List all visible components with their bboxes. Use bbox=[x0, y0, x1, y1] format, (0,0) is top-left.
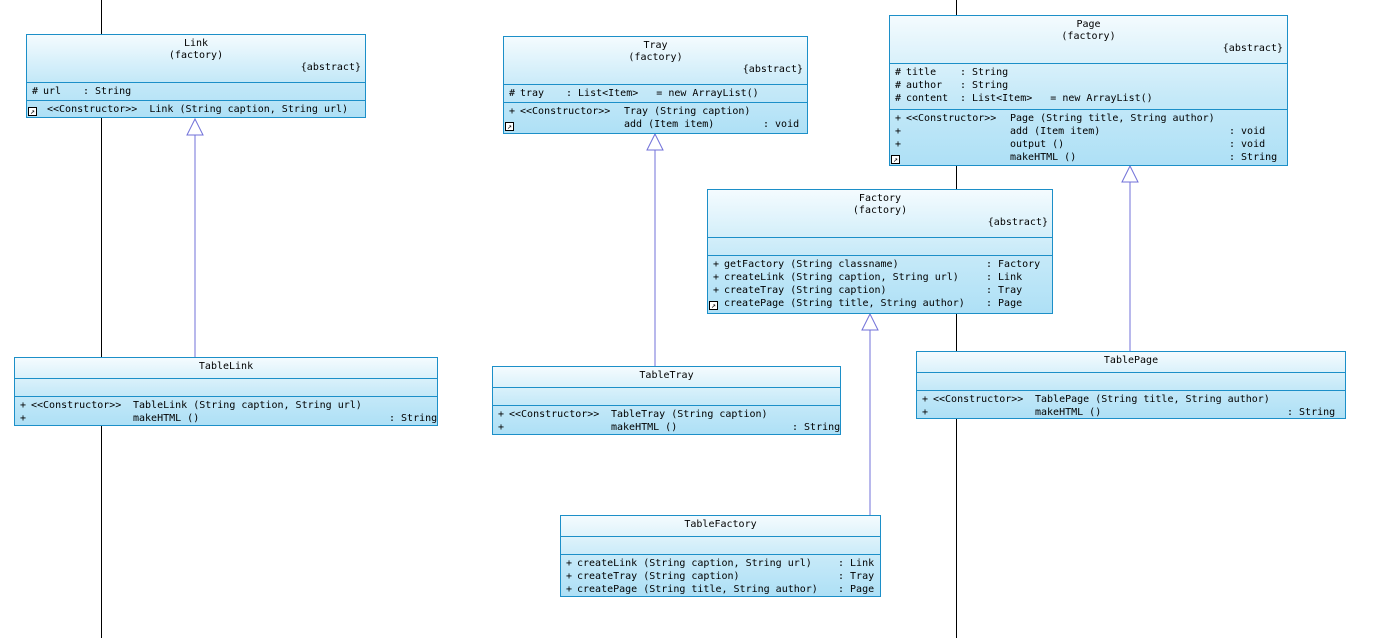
class-name: TableLink bbox=[198, 361, 254, 372]
operation-row: + output () : void bbox=[894, 139, 1266, 150]
operation-row: + makeHTML () : String bbox=[497, 422, 841, 433]
class-header: TableLink bbox=[15, 358, 437, 378]
class-name: TableFactory bbox=[684, 519, 757, 530]
class-tray[interactable]: Tray (factory) {abstract} # tray : List<… bbox=[503, 36, 808, 134]
shortcut-arrow-icon: ↗ bbox=[28, 107, 37, 116]
attribute-row: # tray : List<Item> = new ArrayList() bbox=[508, 88, 759, 99]
operation-row: + createLink (String caption, String url… bbox=[565, 558, 875, 569]
attributes-compartment bbox=[917, 372, 1345, 390]
operations-compartment: + <<Constructor>> Tray (String caption) … bbox=[504, 102, 807, 132]
class-header: Link (factory) {abstract} bbox=[27, 35, 365, 82]
class-link[interactable]: Link (factory) {abstract} # url : String… bbox=[26, 34, 366, 118]
operation-row: + createTray (String caption) : Tray bbox=[565, 571, 875, 582]
class-stereotype: {abstract} bbox=[742, 64, 803, 75]
class-tablefactory[interactable]: TableFactory + createLink (String captio… bbox=[560, 515, 881, 597]
operation-row: makeHTML () : String bbox=[1010, 152, 1278, 163]
class-stereotype: {abstract} bbox=[1222, 43, 1283, 54]
operation-row: + makeHTML () : String bbox=[921, 407, 1336, 418]
swimlane-divider-left bbox=[101, 0, 102, 638]
operations-compartment: + createLink (String caption, String url… bbox=[561, 554, 880, 597]
class-header: TablePage bbox=[917, 352, 1345, 372]
attributes-compartment bbox=[493, 387, 840, 405]
operation-row: + <<Constructor>> TableTray (String capt… bbox=[497, 409, 768, 420]
class-package: (factory) bbox=[168, 50, 224, 61]
class-package: (factory) bbox=[1061, 31, 1116, 42]
operation-row: + createLink (String caption, String url… bbox=[712, 272, 1023, 283]
class-name: Tray bbox=[643, 40, 668, 51]
operation-row: + <<Constructor>> TablePage (String titl… bbox=[921, 394, 1270, 405]
operations-compartment: + <<Constructor>> TableLink (String capt… bbox=[15, 396, 437, 426]
attributes-compartment bbox=[15, 378, 437, 396]
attributes-compartment: # title : String # author : String # con… bbox=[890, 63, 1287, 109]
class-name: Factory bbox=[858, 193, 902, 204]
class-page[interactable]: Page (factory) {abstract} # title : Stri… bbox=[889, 15, 1288, 166]
operation-row: createPage (String title, String author)… bbox=[724, 298, 1023, 309]
class-tabletray[interactable]: TableTray + <<Constructor>> TableTray (S… bbox=[492, 366, 841, 435]
operation-row: + createPage (String title, String autho… bbox=[565, 584, 875, 595]
class-header: Page (factory) {abstract} bbox=[890, 16, 1287, 63]
attributes-compartment bbox=[561, 536, 880, 554]
operations-compartment: + <<Constructor>> TablePage (String titl… bbox=[917, 390, 1345, 420]
class-tablelink[interactable]: TableLink + <<Constructor>> TableLink (S… bbox=[14, 357, 438, 426]
operations-compartment: + <<Constructor>> TableTray (String capt… bbox=[493, 405, 840, 435]
operation-row: + getFactory (String classname) : Factor… bbox=[712, 259, 1041, 270]
attributes-compartment: # tray : List<Item> = new ArrayList() bbox=[504, 84, 807, 102]
class-factory[interactable]: Factory (factory) {abstract} + getFactor… bbox=[707, 189, 1053, 314]
class-header: TableTray bbox=[493, 367, 840, 387]
class-stereotype: {abstract} bbox=[300, 62, 361, 73]
operations-compartment: + getFactory (String classname) : Factor… bbox=[708, 255, 1052, 311]
operation-row: + <<Constructor>> Tray (String caption) bbox=[508, 106, 751, 117]
attributes-compartment bbox=[708, 237, 1052, 255]
hollow-triangle-arrow-icon bbox=[861, 312, 879, 331]
class-header: Factory (factory) {abstract} bbox=[708, 190, 1052, 237]
hollow-triangle-arrow-icon bbox=[186, 117, 204, 136]
hollow-triangle-arrow-icon bbox=[1121, 164, 1139, 183]
attribute-row: # title : String bbox=[894, 67, 1009, 78]
class-tablepage[interactable]: TablePage + <<Constructor>> TablePage (S… bbox=[916, 351, 1346, 419]
class-header: Tray (factory) {abstract} bbox=[504, 37, 807, 84]
class-name: TableTray bbox=[639, 370, 694, 381]
shortcut-arrow-icon: ↗ bbox=[891, 155, 900, 164]
operation-row: + add (Item item) : void bbox=[894, 126, 1266, 137]
class-name: Page bbox=[1076, 19, 1101, 30]
swimlane-divider-right bbox=[956, 0, 957, 638]
operation-row: add (Item item) : void bbox=[624, 119, 800, 130]
class-name: TablePage bbox=[1103, 355, 1159, 366]
attribute-row: # content : List<Item> = new ArrayList() bbox=[894, 93, 1153, 104]
operations-compartment: <<Constructor>> Link (String caption, St… bbox=[27, 100, 365, 117]
operation-row: <<Constructor>> Link (String caption, St… bbox=[47, 104, 349, 115]
operation-row: + <<Constructor>> TableLink (String capt… bbox=[19, 400, 362, 411]
class-header: TableFactory bbox=[561, 516, 880, 536]
attribute-row: # author : String bbox=[894, 80, 1009, 91]
class-package: (factory) bbox=[628, 52, 683, 63]
operation-row: + makeHTML () : String bbox=[19, 413, 438, 424]
attribute-row: # url : String bbox=[31, 86, 132, 97]
hollow-triangle-arrow-icon bbox=[646, 132, 664, 151]
class-name: Link bbox=[183, 38, 209, 49]
shortcut-arrow-icon: ↗ bbox=[709, 301, 718, 310]
class-package: (factory) bbox=[852, 205, 908, 216]
operations-compartment: + <<Constructor>> Page (String title, St… bbox=[890, 109, 1287, 165]
class-stereotype: {abstract} bbox=[987, 217, 1048, 228]
shortcut-arrow-icon: ↗ bbox=[505, 122, 514, 131]
operation-row: + <<Constructor>> Page (String title, St… bbox=[894, 113, 1215, 124]
operation-row: + createTray (String caption) : Tray bbox=[712, 285, 1023, 296]
attributes-compartment: # url : String bbox=[27, 82, 365, 100]
